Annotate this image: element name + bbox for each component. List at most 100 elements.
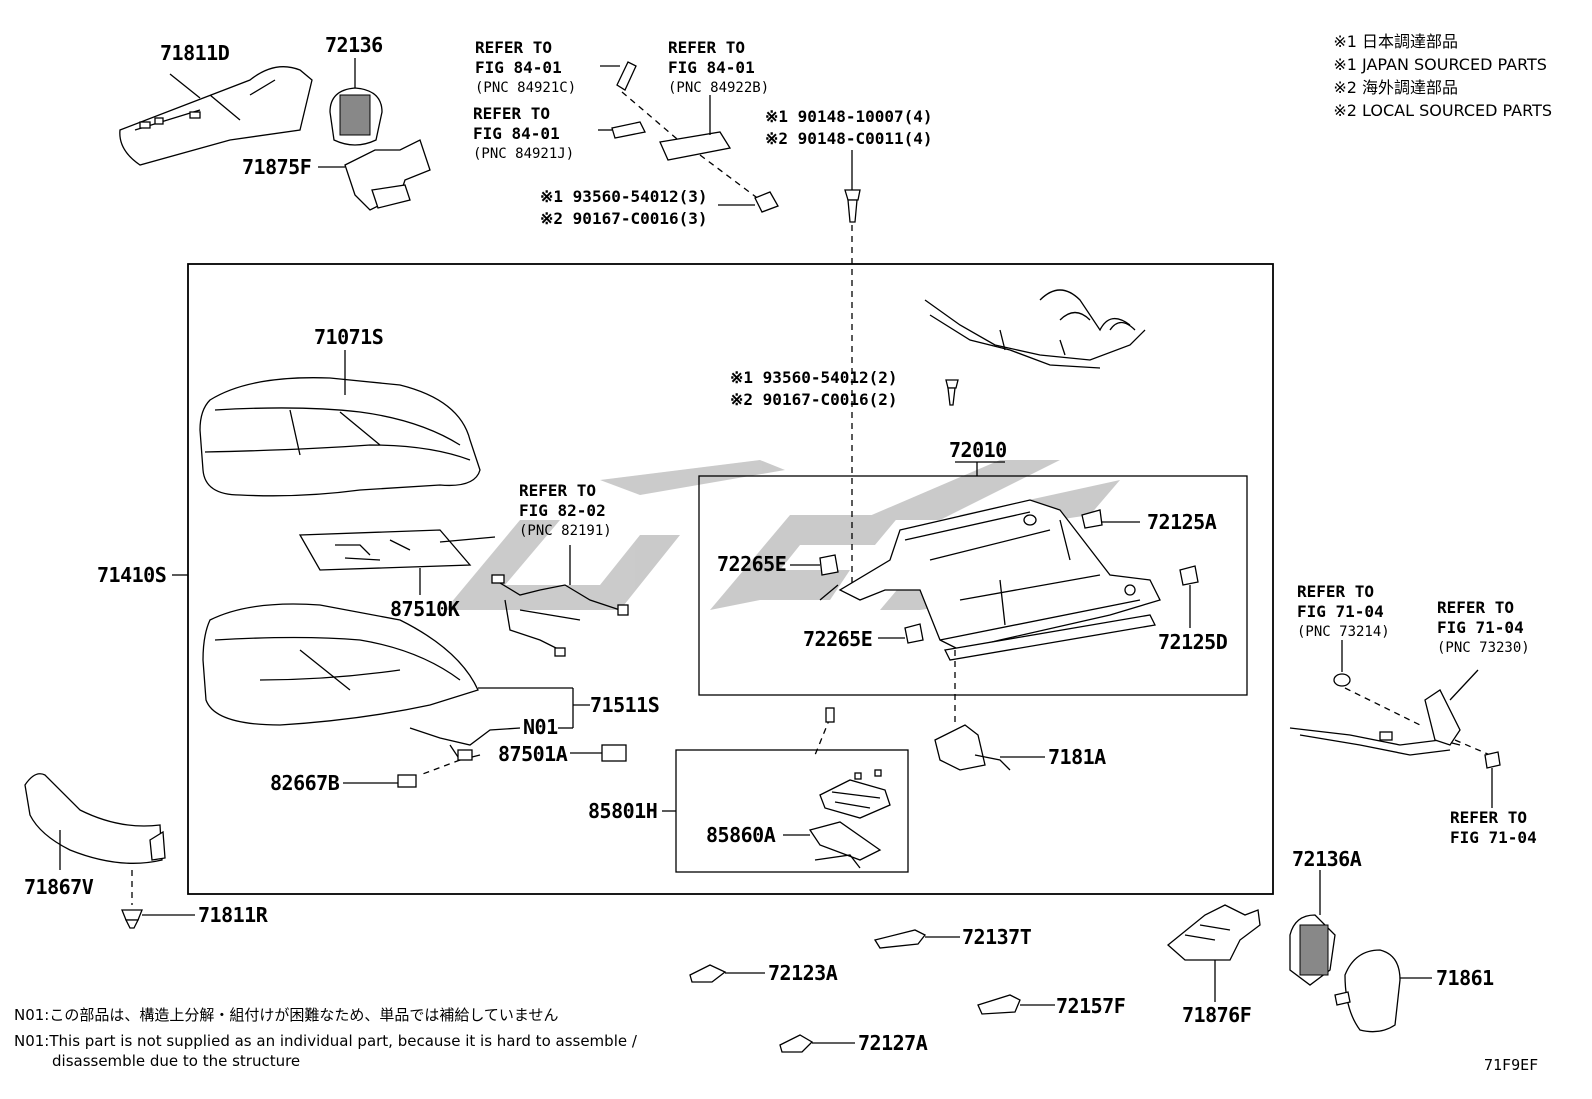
- refer-to-line: REFER TO: [473, 104, 551, 123]
- clip-72127A: [779, 1034, 855, 1053]
- refer-to-fig84-84921C[interactable]: REFER TO FIG 84-01 (PNC 84921C): [475, 38, 576, 98]
- part-label[interactable]: 72136: [325, 33, 383, 57]
- bolt-spec[interactable]: ※1 90148-10007(4): [765, 107, 933, 126]
- part-label[interactable]: 72157F: [1056, 994, 1126, 1018]
- refer-pnc-line: (PNC 73214): [1297, 624, 1390, 640]
- clip-71811R: [121, 909, 195, 929]
- part-label[interactable]: 72265E: [803, 627, 873, 651]
- note-n01-jp: N01:この部品は、構造上分解・組付けが困難なため、単品では補給していません: [14, 1006, 559, 1024]
- side-airbag-harness: [1289, 640, 1501, 808]
- bolt-spec[interactable]: ※2 90148-C0011(4): [765, 129, 933, 148]
- refer-fig-line: FIG 71-04: [1297, 602, 1384, 621]
- refer-fig-line: FIG 84-01: [668, 58, 755, 77]
- part-label[interactable]: N01: [523, 715, 558, 739]
- seat-frame-72010: [838, 499, 1161, 725]
- refer-to-line: REFER TO: [668, 38, 746, 57]
- note-n01-en-cont: disassemble due to the structure: [52, 1052, 301, 1070]
- refer-fig-line: FIG 71-04: [1450, 828, 1537, 847]
- bolt-spec[interactable]: ※1 93560-54012(2): [730, 368, 898, 387]
- refer-pnc-line: (PNC 84922B): [668, 80, 770, 96]
- part-label[interactable]: 87510K: [390, 597, 460, 621]
- refer-pnc-line: (PNC 84921J): [473, 146, 575, 162]
- recliner-7181A: [934, 724, 1045, 771]
- part-label[interactable]: 71410S: [97, 563, 167, 587]
- refer-fig-line: FIG 84-01: [473, 124, 560, 143]
- seat-spring: [924, 289, 1146, 369]
- refer-to-fig71-73230[interactable]: REFER TO FIG 71-04 (PNC 73230): [1437, 598, 1530, 658]
- bracket-71875F: [318, 139, 431, 211]
- heater-mat-87510K: [298, 529, 496, 595]
- part-label[interactable]: 71071S: [314, 325, 384, 349]
- wire-harness-82191: [491, 545, 629, 657]
- refer-fig-line: FIG 71-04: [1437, 618, 1524, 637]
- refer-pnc-line: (PNC 82191): [519, 523, 612, 539]
- refer-to-line: REFER TO: [1297, 582, 1375, 601]
- part-label[interactable]: 71867V: [24, 875, 94, 899]
- clip-72265E-1: [790, 554, 839, 576]
- clip-72125D: [1179, 565, 1199, 628]
- bolt-93560: [945, 379, 959, 406]
- lever-cover-group: [598, 61, 779, 213]
- legend-line-4: ※2 LOCAL SOURCED PARTS: [1333, 101, 1552, 120]
- part-label[interactable]: 85801H: [588, 799, 658, 823]
- legend-line-3: ※2 海外調達部品: [1333, 78, 1459, 97]
- part-label[interactable]: 71861: [1436, 966, 1494, 990]
- part-label[interactable]: 71811D: [160, 41, 230, 65]
- assembly-frame-71410S: [187, 263, 1274, 895]
- part-label[interactable]: 85860A: [706, 823, 776, 847]
- note-n01-en: N01:This part is not supplied as an indi…: [14, 1032, 637, 1050]
- refer-to-fig82-82191[interactable]: REFER TO FIG 82-02 (PNC 82191): [519, 481, 612, 541]
- refer-pnc-line: (PNC 84921C): [475, 80, 577, 96]
- bolt-spec[interactable]: ※2 90167-C0016(2): [730, 390, 898, 409]
- part-label[interactable]: 71511S: [590, 693, 660, 717]
- lumbar-parts-85801H: [783, 707, 891, 869]
- bracket-71876F: [1166, 904, 1261, 1002]
- part-label[interactable]: 71876F: [1182, 1003, 1252, 1027]
- clip-72125A: [1081, 509, 1140, 529]
- refer-to-fig84-84921J[interactable]: REFER TO FIG 84-01 (PNC 84921J): [473, 104, 574, 164]
- refer-to-line: REFER TO: [519, 481, 597, 500]
- clip-72265E-2: [878, 623, 924, 644]
- refer-to-fig71-73214[interactable]: REFER TO FIG 71-04 (PNC 73214): [1297, 582, 1390, 642]
- part-label[interactable]: 72265E: [717, 552, 787, 576]
- refer-pnc-line: (PNC 73230): [1437, 640, 1530, 656]
- part-label[interactable]: 72137T: [962, 925, 1032, 949]
- cover-72137T: [873, 929, 960, 949]
- part-label[interactable]: 72010: [949, 438, 1007, 462]
- refer-to-line: REFER TO: [1437, 598, 1515, 617]
- refer-to-fig84-84922B[interactable]: REFER TO FIG 84-01 (PNC 84922B): [668, 38, 769, 98]
- refer-to-line: REFER TO: [1450, 808, 1528, 827]
- sourcing-legend: ※1 日本調達部品 ※1 JAPAN SOURCED PARTS ※2 海外調達…: [1333, 30, 1552, 122]
- part-label[interactable]: 71811R: [198, 903, 268, 927]
- part-label[interactable]: 7181A: [1048, 745, 1106, 769]
- sensor-wire: [343, 727, 627, 788]
- refer-fig-line: FIG 84-01: [475, 58, 562, 77]
- bolt-spec[interactable]: ※1 93560-54012(3): [540, 187, 708, 206]
- legend-line-1: ※1 日本調達部品: [1333, 32, 1459, 51]
- part-label[interactable]: 72123A: [768, 961, 838, 985]
- part-label[interactable]: 72125D: [1158, 630, 1228, 654]
- part-label[interactable]: 71875F: [242, 155, 312, 179]
- figure-code: 71F9EF: [1484, 1056, 1539, 1074]
- part-label[interactable]: 72125A: [1147, 510, 1217, 534]
- side-cover-71867V: [24, 773, 166, 905]
- bolt-spec[interactable]: ※2 90167-C0016(3): [540, 209, 708, 228]
- refer-fig-line: FIG 82-02: [519, 501, 606, 520]
- clip-72123A: [689, 964, 765, 983]
- part-label[interactable]: 72127A: [858, 1031, 928, 1055]
- knob-72136: [329, 58, 383, 146]
- part-label[interactable]: 72136A: [1292, 847, 1362, 871]
- knob-72136A: [1289, 870, 1336, 986]
- part-label[interactable]: 82667B: [270, 771, 340, 795]
- refer-to-fig71[interactable]: REFER TO FIG 71-04: [1450, 808, 1537, 848]
- part-label[interactable]: 87501A: [498, 742, 568, 766]
- bolt-90148: [844, 150, 861, 590]
- cover-72157F: [977, 994, 1055, 1015]
- refer-to-line: REFER TO: [475, 38, 553, 57]
- side-shield-71811D: [119, 66, 313, 166]
- knob-cap-71861: [1334, 949, 1432, 1033]
- legend-line-2: ※1 JAPAN SOURCED PARTS: [1333, 55, 1547, 74]
- cushion-cover-71071S: [199, 350, 481, 497]
